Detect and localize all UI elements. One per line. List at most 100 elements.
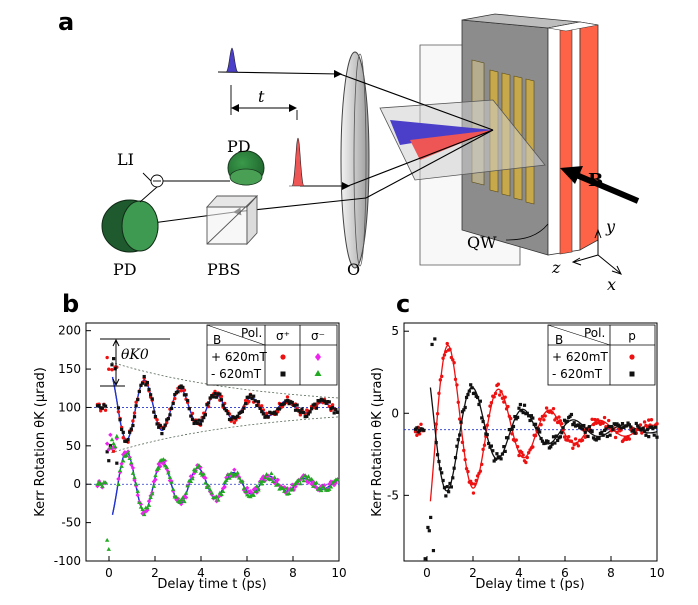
data-point: [107, 459, 111, 463]
data-point: [640, 431, 644, 435]
data-point: [219, 398, 224, 402]
data-point: [195, 421, 199, 425]
data-point: [499, 390, 503, 394]
data-point: [558, 435, 562, 439]
data-point: [179, 501, 184, 507]
data-point: [155, 418, 159, 422]
data-point: [166, 417, 170, 421]
x-tick-label: 4: [515, 566, 523, 580]
data-point: [321, 398, 325, 402]
data-point: [631, 428, 636, 432]
data-point: [455, 383, 459, 387]
data-point: [213, 391, 217, 396]
data-point: [116, 476, 121, 482]
data-point: [164, 465, 169, 469]
theta-k0-label: θK0: [121, 347, 149, 363]
data-point: [500, 396, 505, 400]
data-point: [624, 437, 629, 442]
data-point: [573, 437, 578, 441]
data-point: [627, 437, 632, 441]
data-point: [497, 393, 502, 397]
data-point: [178, 385, 182, 390]
data-point: [197, 418, 201, 422]
data-point: [422, 428, 426, 432]
data-point: [551, 406, 556, 411]
legend-b-marker-red-circle: [280, 354, 286, 360]
data-point: [203, 475, 208, 481]
data-point: [120, 427, 124, 432]
data-point: [152, 410, 156, 414]
data-point: [168, 413, 172, 417]
data-point: [105, 355, 109, 360]
data-point: [580, 438, 585, 442]
data-point: [103, 480, 108, 485]
data-point: [181, 385, 185, 390]
data-point: [139, 383, 143, 387]
data-point: [605, 434, 609, 439]
data-point: [551, 435, 556, 439]
data-point: [282, 488, 287, 493]
data-point: [182, 499, 187, 504]
focusing-lens: [340, 51, 370, 269]
data-point: [131, 419, 135, 423]
data-point: [476, 395, 480, 400]
data-point: [492, 459, 496, 463]
data-point: [146, 498, 152, 504]
data-point: [319, 488, 324, 493]
data-point: [117, 468, 123, 473]
legend-b-pol-header: Pol.: [241, 326, 262, 340]
data-point: [224, 408, 228, 413]
data-point: [543, 414, 547, 418]
data-point: [554, 434, 558, 438]
data-point: [251, 492, 256, 497]
y-tick-label: 200: [58, 324, 81, 338]
data-point: [100, 483, 105, 488]
data-point: [444, 494, 448, 498]
data-point: [186, 399, 190, 403]
data-point: [562, 435, 567, 439]
data-point: [201, 471, 206, 476]
data-point: [205, 403, 209, 407]
data-point: [655, 422, 659, 426]
data-point: [301, 410, 306, 415]
data-point: [469, 383, 473, 387]
data-point: [110, 368, 114, 372]
data-point: [253, 489, 258, 493]
data-point: [492, 395, 496, 399]
data-point: [485, 423, 489, 427]
x-tick-label: 2: [151, 566, 159, 580]
data-point: [431, 548, 436, 553]
data-point: [615, 430, 619, 435]
chart-c-y-axis-label: Kerr Rotation θK (μrad): [370, 367, 385, 517]
label-lock-in: LI: [117, 150, 134, 169]
data-point: [429, 515, 433, 520]
data-point: [106, 546, 111, 551]
data-point: [206, 401, 211, 405]
data-point: [108, 432, 113, 438]
data-point: [554, 416, 558, 420]
data-point: [445, 341, 449, 346]
data-point: [516, 415, 520, 419]
data-point: [565, 419, 569, 423]
x-tick-label: 10: [331, 566, 346, 580]
data-point: [219, 492, 224, 497]
data-point: [224, 475, 229, 480]
data-point: [488, 404, 492, 408]
data-point: [418, 428, 422, 433]
data-point: [647, 435, 651, 439]
data-point: [261, 478, 266, 483]
data-point: [478, 469, 483, 473]
data-point: [289, 400, 293, 404]
data-point: [442, 353, 447, 357]
data-point: [189, 414, 193, 418]
data-point: [248, 393, 253, 397]
data-point: [444, 349, 448, 354]
data-point: [627, 423, 631, 427]
pump-beam-cone: [390, 120, 493, 145]
data-point: [531, 416, 535, 420]
data-point: [302, 473, 308, 478]
chart-b-envelope: [111, 361, 340, 454]
data-point: [477, 402, 481, 407]
data-point: [111, 441, 116, 446]
